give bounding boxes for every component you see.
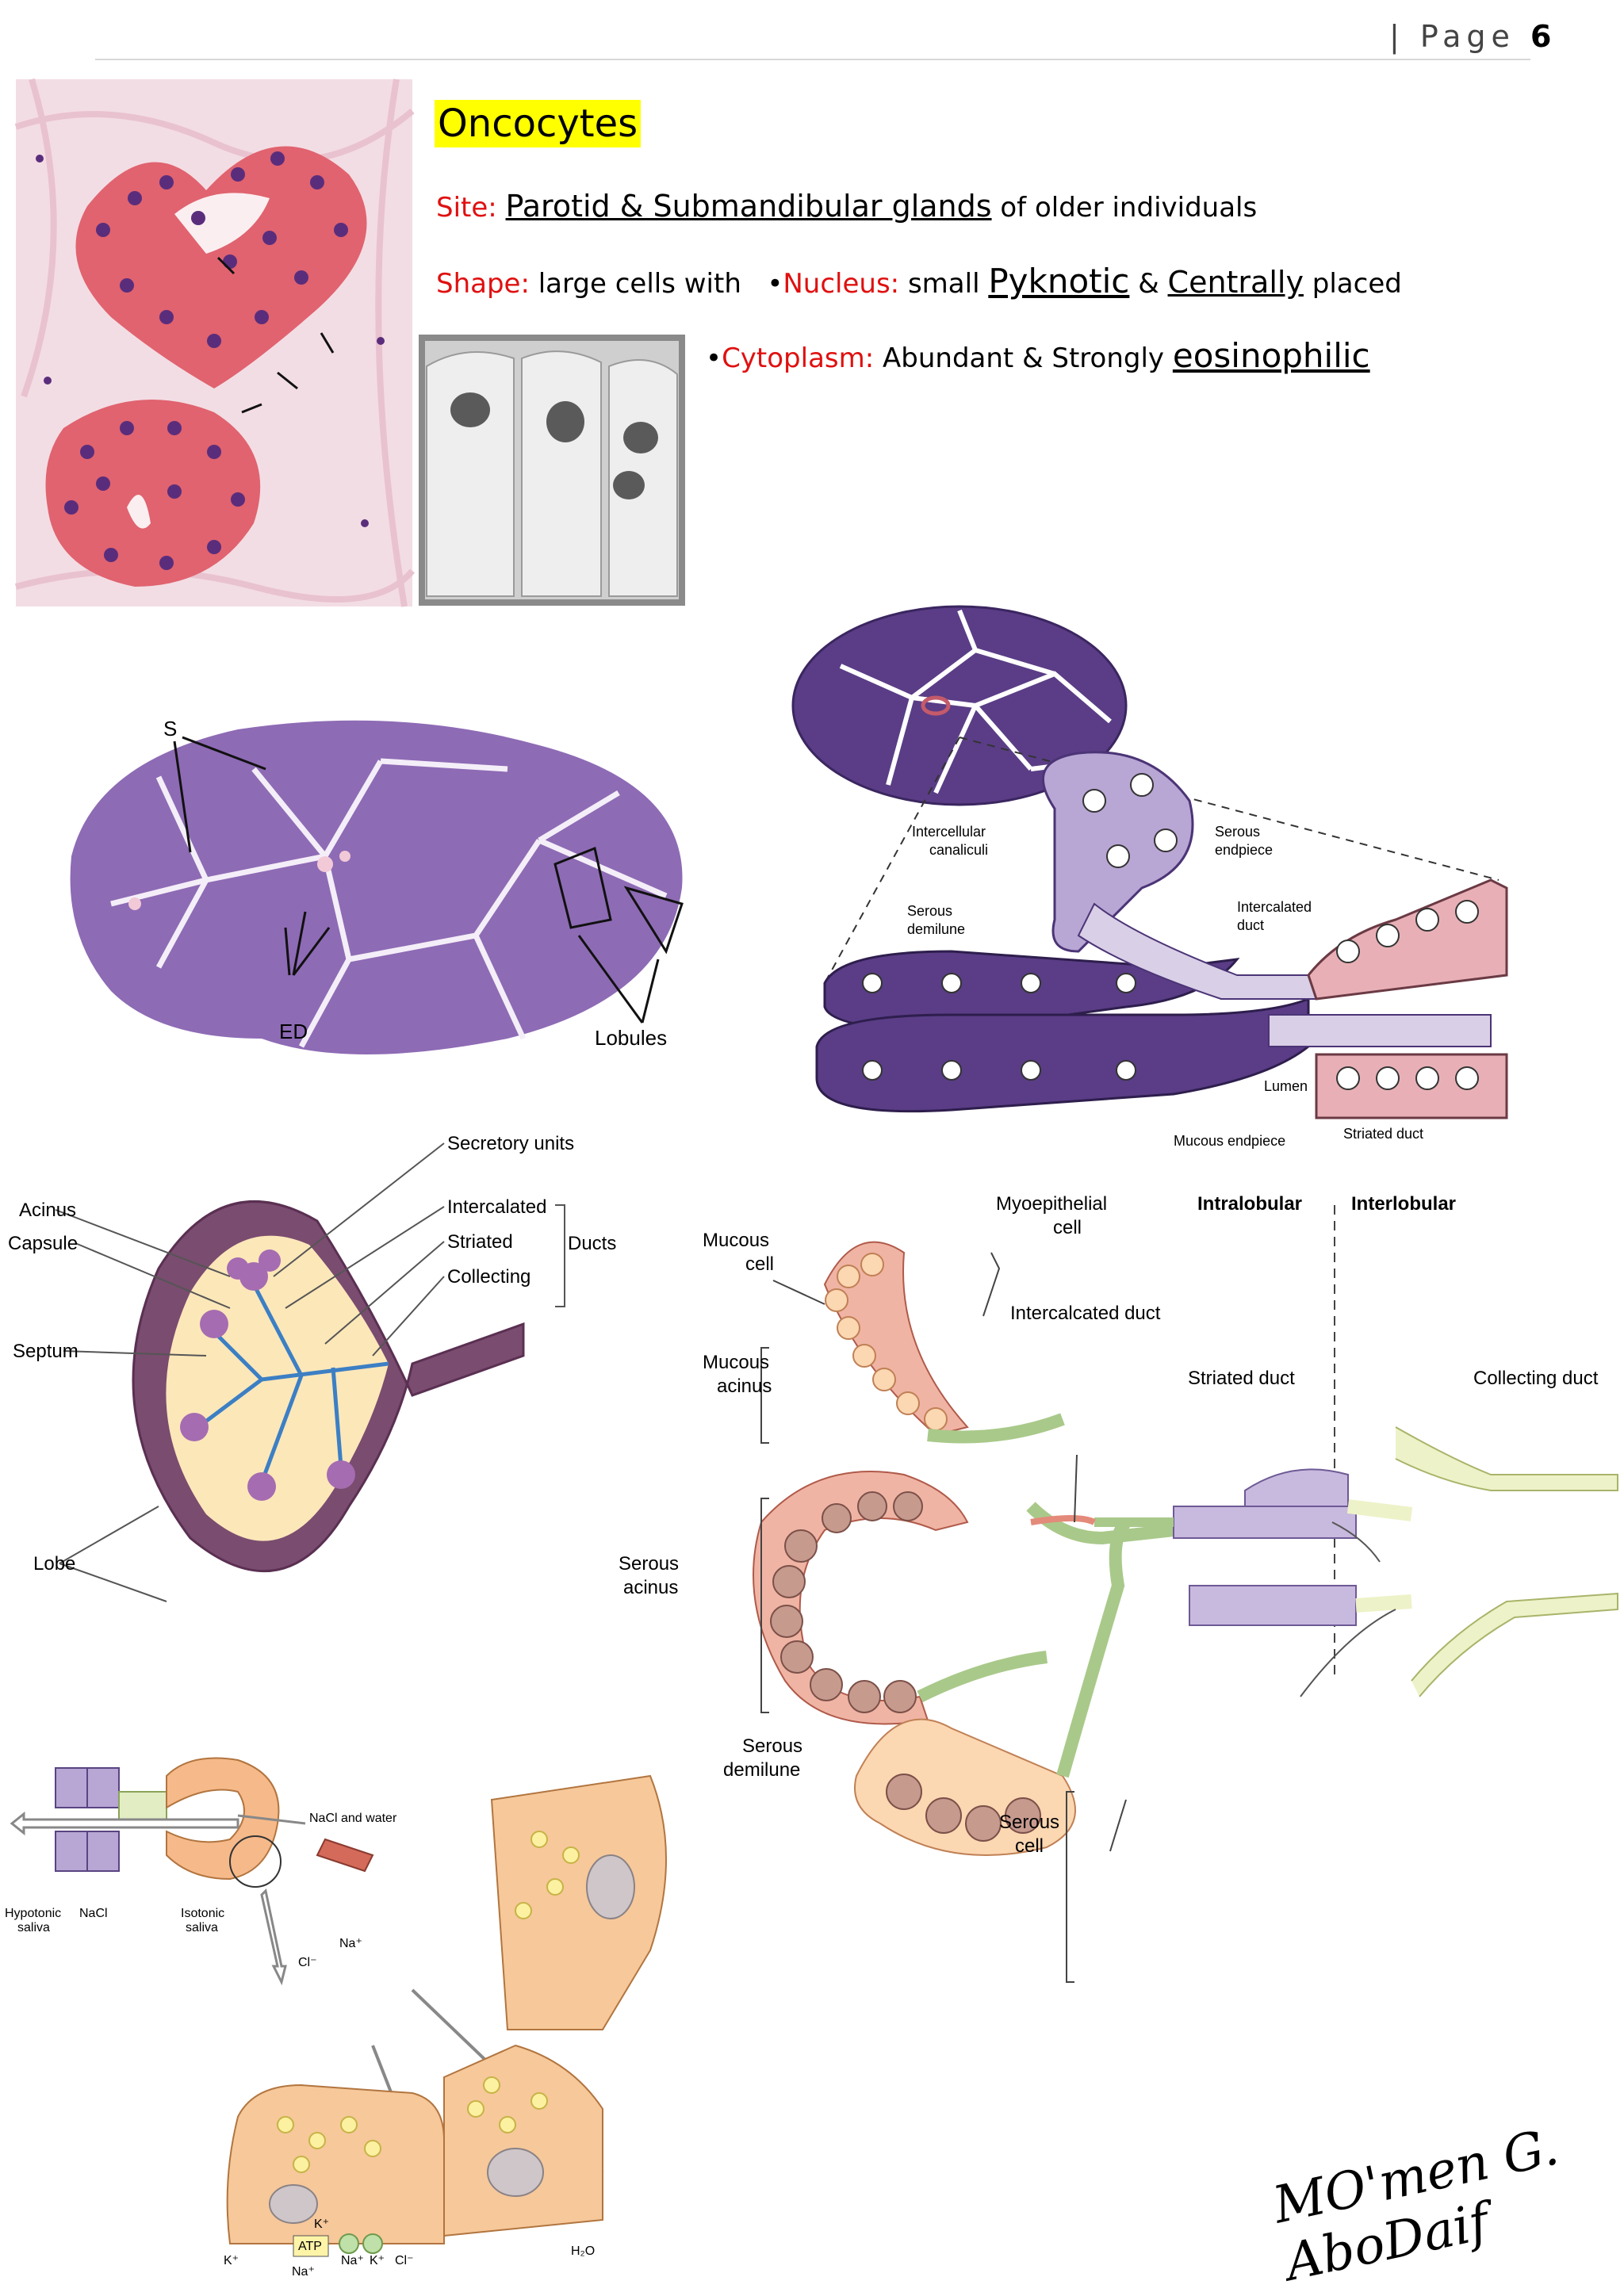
- lobe-figure: Secretory units Acinus Capsule Intercala…: [8, 1133, 616, 1602]
- duct-system-figure: Intercellular canaliculi Serous endpiece…: [791, 605, 1508, 1149]
- label-collecting: Collecting: [447, 1266, 530, 1288]
- shape-label: Shape:: [436, 268, 530, 300]
- site-label: Site:: [436, 192, 497, 224]
- label-intralobular: Intralobular: [1197, 1193, 1302, 1215]
- nucleus-post: placed: [1312, 268, 1402, 300]
- gland-section-figure: S ED Lobules: [70, 717, 684, 1054]
- label-acinus: Acinus: [19, 1200, 76, 1221]
- label-serous-endpiece-1: Serous: [1215, 824, 1260, 840]
- label-h2o: H₂O: [571, 2244, 595, 2258]
- label-mucous-cell-2: cell: [745, 1253, 774, 1275]
- site-line: Site: Parotid & Submandibular glands of …: [436, 189, 1257, 224]
- label-isotonic-1: Isotonic: [181, 1907, 224, 1920]
- label-secretory-units: Secretory units: [447, 1133, 574, 1154]
- label-nacl: NaCl: [79, 1907, 108, 1920]
- label-ed: ED: [279, 1020, 308, 1043]
- label-intercalated-1: Intercalated: [1237, 899, 1312, 915]
- label-mucous-acinus-1: Mucous: [703, 1352, 769, 1373]
- label-k-mid: K⁺: [314, 2218, 329, 2231]
- shape-line: Shape: large cells with •Nucleus: small …: [436, 262, 1402, 300]
- label-intercalated: Intercalated: [447, 1196, 546, 1218]
- label-myoepithelial-2: cell: [1053, 1217, 1082, 1238]
- label-ducts: Ducts: [568, 1233, 616, 1254]
- nucleus-amp: &: [1138, 268, 1159, 300]
- label-serous-endpiece-2: endpiece: [1215, 842, 1273, 858]
- saliva-formation-figure: NaCl and water Hypotonic saliva NaCl Iso…: [5, 1757, 667, 2279]
- label-na-top: Na⁺: [339, 1937, 362, 1950]
- label-cl-2: Cl⁻: [395, 2254, 414, 2267]
- secretory-units-figure: Myoepithelial cell Intralobular Interlob…: [619, 1193, 1618, 1983]
- label-intercellular: Intercellular: [912, 824, 986, 840]
- label-mucous-acinus-2: acinus: [717, 1376, 772, 1397]
- label-serous-acinus-2: acinus: [623, 1577, 678, 1598]
- cytoplasm-label: Cytoplasm:: [722, 342, 875, 374]
- label-lumen: Lumen: [1264, 1078, 1308, 1094]
- nucleus-label: Nucleus:: [783, 268, 900, 300]
- em-micrograph: [419, 335, 685, 606]
- label-intercalated-2: duct: [1237, 917, 1264, 933]
- label-mucous-endpiece: Mucous endpiece: [1174, 1133, 1285, 1149]
- label-hypotonic-2: saliva: [17, 1921, 50, 1934]
- page-number: | Page 6: [1389, 19, 1552, 54]
- label-serous-demilune-2: demilune: [723, 1759, 800, 1781]
- label-atp: ATP: [298, 2240, 322, 2253]
- label-serous-demilune-1: Serous: [907, 903, 952, 919]
- he-micrograph: [14, 78, 416, 607]
- site-tail: of older individuals: [1000, 192, 1258, 224]
- shape-value: large cells with: [538, 268, 741, 300]
- site-value: Parotid & Submandibular glands: [505, 189, 992, 224]
- label-serous-demilune-1: Serous: [742, 1735, 802, 1757]
- author-signature: MO'men G. AboDaif: [1268, 2118, 1564, 2293]
- header-rule: [95, 59, 1530, 60]
- label-striated-duct: Striated duct: [1188, 1368, 1295, 1389]
- nucleus-centrally: Centrally: [1167, 265, 1304, 300]
- label-myoepithelial-1: Myoepithelial: [996, 1193, 1107, 1215]
- cytoplasm-eosinophilic: eosinophilic: [1172, 336, 1370, 375]
- label-interlobular: Interlobular: [1351, 1193, 1456, 1215]
- label-septum: Septum: [13, 1341, 79, 1362]
- label-k-2: K⁺: [370, 2254, 385, 2267]
- label-isotonic-2: saliva: [186, 1921, 218, 1934]
- nucleus-pyknotic: Pyknotic: [988, 262, 1130, 300]
- nucleus-bullet: •: [767, 268, 783, 300]
- label-striated-duct: Striated duct: [1343, 1126, 1423, 1142]
- label-cl: Cl⁻: [298, 1956, 317, 1969]
- label-capsule: Capsule: [8, 1233, 78, 1254]
- label-striated: Striated: [447, 1231, 513, 1253]
- label-s: S: [163, 717, 177, 740]
- label-serous-acinus-1: Serous: [619, 1553, 679, 1575]
- nucleus-pre: small: [907, 268, 980, 300]
- label-k-bot: K⁺: [224, 2254, 239, 2267]
- cytoplasm-pre: Abundant & Strongly: [883, 342, 1165, 374]
- cytoplasm-line: •Cytoplasm: Abundant & Strongly eosinoph…: [706, 336, 1370, 375]
- label-lobules: Lobules: [595, 1026, 667, 1050]
- label-canaliculi: canaliculi: [929, 842, 988, 858]
- label-collecting-duct: Collecting duct: [1473, 1368, 1599, 1389]
- section-title: Oncocytes: [435, 100, 642, 147]
- cytoplasm-bullet: •: [706, 342, 722, 374]
- label-intercalated-duct: Intercalcated duct: [1010, 1303, 1161, 1324]
- label-serous-demilune-2: demilune: [907, 921, 965, 937]
- label-hypotonic-1: Hypotonic: [5, 1907, 61, 1920]
- label-na-bot: Na⁺: [292, 2265, 315, 2279]
- label-serous-cell-1: Serous: [999, 1812, 1059, 1833]
- label-lobe: Lobe: [33, 1553, 75, 1575]
- label-nacl-water: NaCl and water: [309, 1812, 397, 1825]
- label-na-2: Na⁺: [341, 2254, 364, 2267]
- label-mucous-cell-1: Mucous: [703, 1230, 769, 1251]
- label-serous-cell-2: cell: [1015, 1835, 1044, 1857]
